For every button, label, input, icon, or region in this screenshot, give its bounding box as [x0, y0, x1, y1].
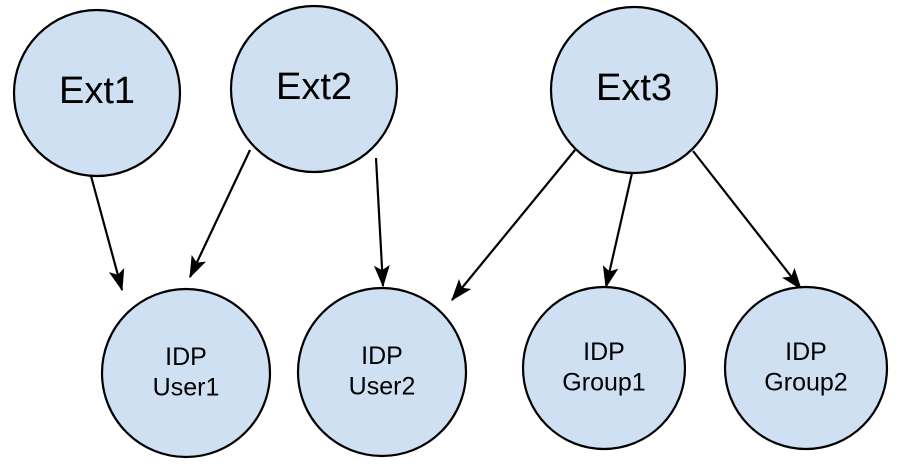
node-shape-circle[interactable]	[12, 8, 182, 178]
edge-line	[451, 149, 576, 302]
node-shape-circle[interactable]	[100, 287, 272, 459]
edge-ext3-to-idp_user2	[451, 149, 576, 302]
edges-layer	[89, 149, 802, 302]
node-shape-circle[interactable]	[521, 285, 687, 451]
edge-ext3-to-idp_group1	[602, 172, 634, 289]
node-shape-circle[interactable]	[229, 4, 399, 174]
node-ext3[interactable]: Ext3	[549, 5, 719, 175]
edge-ext2-to-idp_user1	[189, 149, 251, 279]
node-ext1[interactable]: Ext1	[12, 8, 182, 178]
edge-ext2-to-idp_user2	[373, 157, 390, 288]
edge-line	[692, 150, 802, 291]
edge-line	[89, 175, 125, 292]
node-ext2[interactable]: Ext2	[229, 4, 399, 174]
node-shape-circle[interactable]	[549, 5, 719, 175]
edge-line	[189, 149, 251, 279]
edge-line	[373, 157, 390, 288]
edge-ext1-to-idp_user1	[89, 175, 125, 292]
edge-ext3-to-idp_group2	[692, 150, 802, 291]
edge-line	[602, 172, 634, 289]
node-shape-circle[interactable]	[296, 286, 468, 458]
node-shape-circle[interactable]	[723, 285, 889, 451]
